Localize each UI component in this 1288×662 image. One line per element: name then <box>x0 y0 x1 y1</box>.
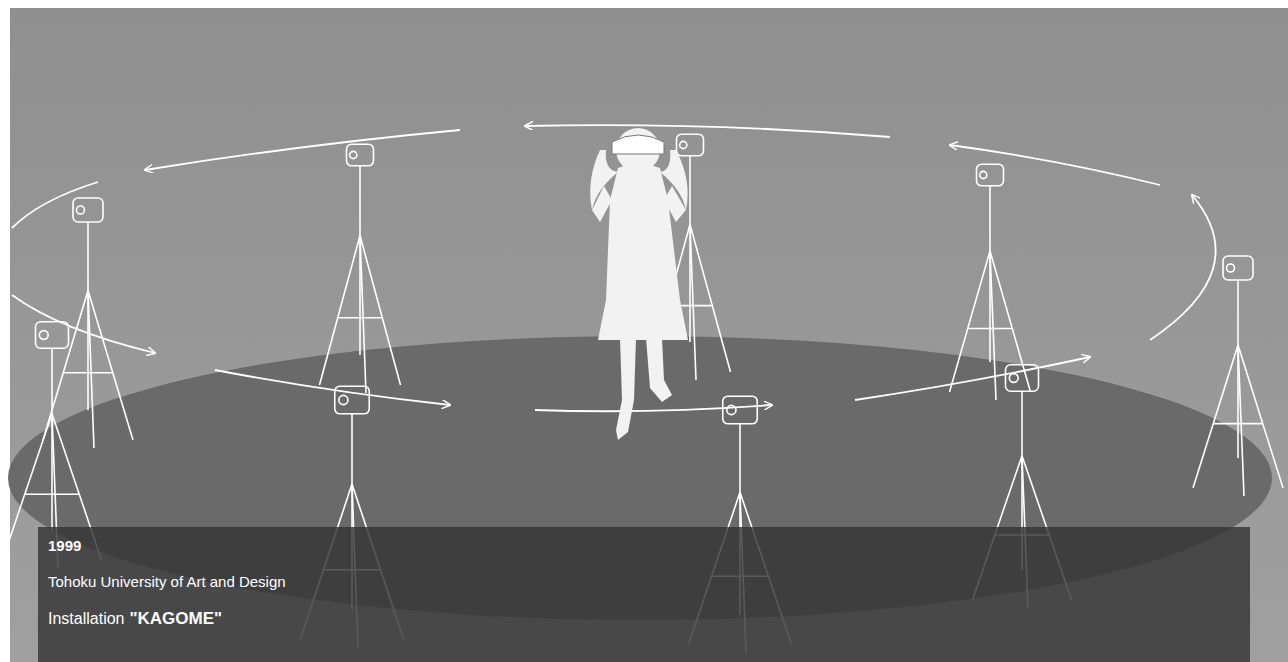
camera-head <box>1006 365 1039 391</box>
tripod-brace <box>1213 423 1263 425</box>
caption-text: Installation <box>48 610 125 627</box>
camera-lens <box>1227 264 1235 272</box>
camera-lens <box>727 405 736 414</box>
tripod-legs <box>320 236 401 394</box>
tripod-camera <box>43 198 133 448</box>
camera-lens <box>350 151 357 158</box>
tripod-legs <box>43 291 133 449</box>
year-text: 1999 <box>48 537 1240 554</box>
tripod-brace <box>338 317 383 319</box>
tripod-camera <box>1193 256 1283 496</box>
tripod-brace <box>63 372 113 374</box>
background-panel <box>10 8 1288 662</box>
tripod-legs <box>1193 345 1283 496</box>
rotation-arrows <box>12 125 1216 411</box>
tripod-brace <box>25 493 79 495</box>
camera-head <box>1223 256 1253 280</box>
caption-text: "KAGOME" <box>130 609 223 628</box>
camera-head <box>347 144 374 166</box>
camera-lens <box>1009 374 1018 383</box>
camera-head <box>977 164 1004 186</box>
person-with-hmd <box>590 128 688 440</box>
camera-lens <box>77 206 85 214</box>
caption-band: 1999Tohoku University of Art and DesignI… <box>38 527 1250 662</box>
caption-text: Tohoku University of Art and Design <box>48 573 1240 590</box>
camera-lens <box>980 171 987 178</box>
tripod-brace <box>968 328 1013 330</box>
caption-line: Installation "KAGOME" <box>48 609 1240 629</box>
tripod-legs <box>950 251 1031 400</box>
camera-head <box>73 198 103 222</box>
camera-lens <box>39 331 48 340</box>
camera-head <box>36 322 69 348</box>
camera-head <box>677 134 704 156</box>
camera-head <box>335 386 370 414</box>
camera-lens <box>680 141 687 148</box>
tripod-camera <box>320 144 401 393</box>
camera-head <box>723 396 758 424</box>
camera-lens <box>339 395 348 404</box>
